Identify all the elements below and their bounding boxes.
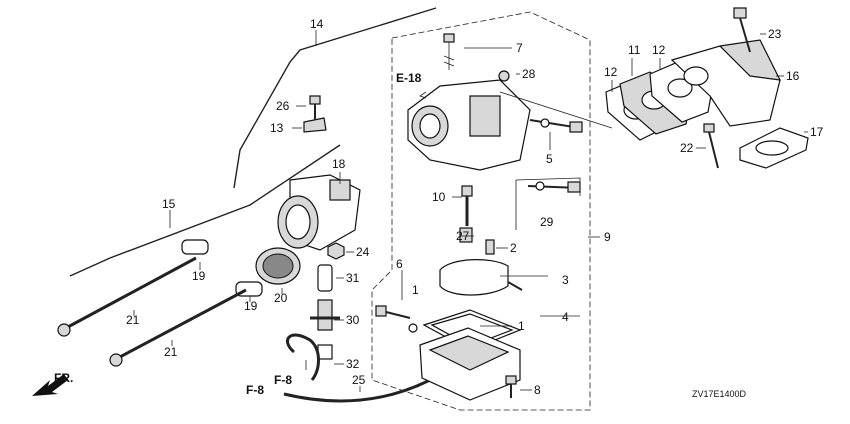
filter-screen <box>255 247 301 285</box>
label-part-1-gasket: 1 <box>518 319 525 333</box>
carburetor-group-outline <box>371 11 591 411</box>
choke-rod <box>69 144 341 277</box>
bolt-22 <box>703 123 719 169</box>
label-part-12-right: 12 <box>652 43 666 57</box>
carburetor-body <box>407 79 531 171</box>
ref-e18: E-18 <box>396 71 422 85</box>
hose-loop <box>286 333 320 381</box>
label-part-1-screw: 1 <box>412 283 419 297</box>
bolt-26 <box>309 95 321 120</box>
pin-2 <box>485 239 495 255</box>
label-part-20: 20 <box>274 291 288 305</box>
label-part-8: 8 <box>534 383 541 397</box>
insulator-gasket-12-right <box>649 61 713 123</box>
manifold-gasket <box>739 127 809 169</box>
fuel-hose <box>283 378 431 403</box>
label-part-21-lower: 21 <box>164 345 178 359</box>
label-part-3: 3 <box>562 273 569 287</box>
label-part-29: 29 <box>540 215 554 229</box>
label-part-18: 18 <box>332 157 346 171</box>
label-part-6: 6 <box>396 257 403 271</box>
label-part-32: 32 <box>346 357 360 371</box>
label-part-5: 5 <box>546 152 553 166</box>
bracket-29 <box>515 177 581 230</box>
bolt-23 <box>733 7 751 53</box>
label-part-16: 16 <box>786 69 800 83</box>
label-part-11: 11 <box>628 43 641 57</box>
pilot-screw-set <box>529 118 583 133</box>
collar-19-upper <box>181 239 209 255</box>
label-part-24: 24 <box>356 245 370 259</box>
label-part-26: 26 <box>276 99 290 113</box>
float-bowl <box>419 327 521 401</box>
stud-bolt-upper <box>57 256 197 337</box>
bracket-part <box>303 117 327 133</box>
label-part-19-lower: 19 <box>244 299 258 313</box>
ref-f8-lower: F-8 <box>246 383 264 397</box>
screw-7 <box>443 33 455 70</box>
diagram-code: ZV17E1400D <box>692 389 747 399</box>
label-part-27: 27 <box>456 229 470 243</box>
label-part-14: 14 <box>310 17 324 31</box>
label-part-7: 7 <box>516 41 523 55</box>
bowl-screw-6 <box>375 305 418 333</box>
label-part-2: 2 <box>510 241 517 255</box>
ref-front: FR. <box>54 371 73 385</box>
label-part-17: 17 <box>810 125 824 139</box>
label-part-12-left: 12 <box>604 65 618 79</box>
label-part-30: 30 <box>346 313 360 327</box>
label-part-19-upper: 19 <box>192 269 206 283</box>
label-part-22: 22 <box>680 141 694 155</box>
label-part-23: 23 <box>768 27 782 41</box>
ref-f8-upper: F-8 <box>274 373 292 387</box>
label-part-4: 4 <box>562 310 569 324</box>
label-part-25: 25 <box>352 373 366 387</box>
drain-screw <box>505 375 517 398</box>
leader-lines <box>133 30 808 392</box>
stud-bolt-lower <box>109 288 247 367</box>
float <box>439 259 523 296</box>
intake-elbow <box>277 174 361 251</box>
label-part-9: 9 <box>604 230 611 244</box>
label-part-13: 13 <box>270 121 284 135</box>
main-jet <box>461 185 473 226</box>
label-part-21-upper: 21 <box>126 313 140 327</box>
label-part-10: 10 <box>432 190 446 204</box>
intake-manifold <box>670 39 782 127</box>
jet-27 <box>459 227 473 243</box>
label-part-15: 15 <box>162 197 176 211</box>
e18-arrow-icon <box>419 91 427 99</box>
screw-28 <box>498 70 510 82</box>
throttle-rod <box>233 7 437 189</box>
sleeve-31 <box>317 264 333 292</box>
front-arrow-icon <box>32 374 68 396</box>
screw-set-29 <box>527 181 581 193</box>
fitting-30 <box>310 299 340 331</box>
label-part-31: 31 <box>346 271 360 285</box>
clamp-32 <box>317 344 333 360</box>
label-part-28: 28 <box>522 67 536 81</box>
nut-24 <box>327 242 345 260</box>
